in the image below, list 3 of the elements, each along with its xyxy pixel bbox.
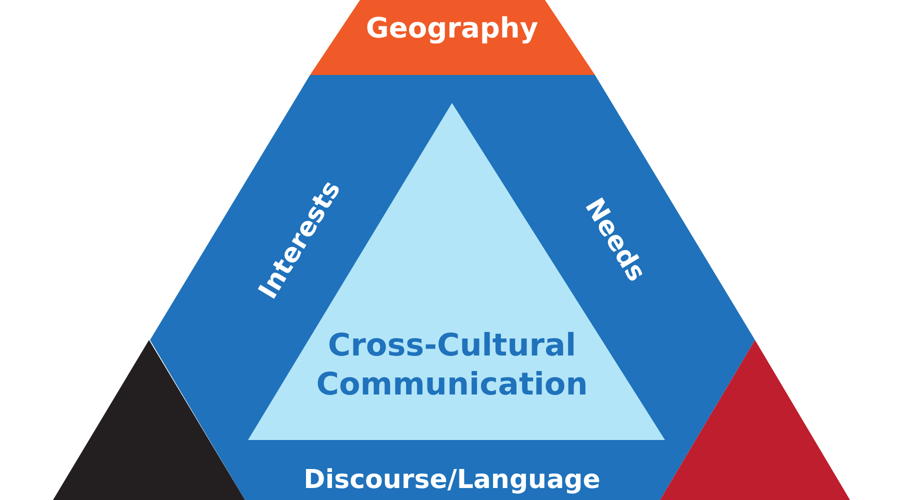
center-label: Cross-Cultural Communication [315, 326, 589, 404]
corner-label: Geography [366, 12, 538, 44]
base-label: Discourse/Language [304, 465, 600, 495]
